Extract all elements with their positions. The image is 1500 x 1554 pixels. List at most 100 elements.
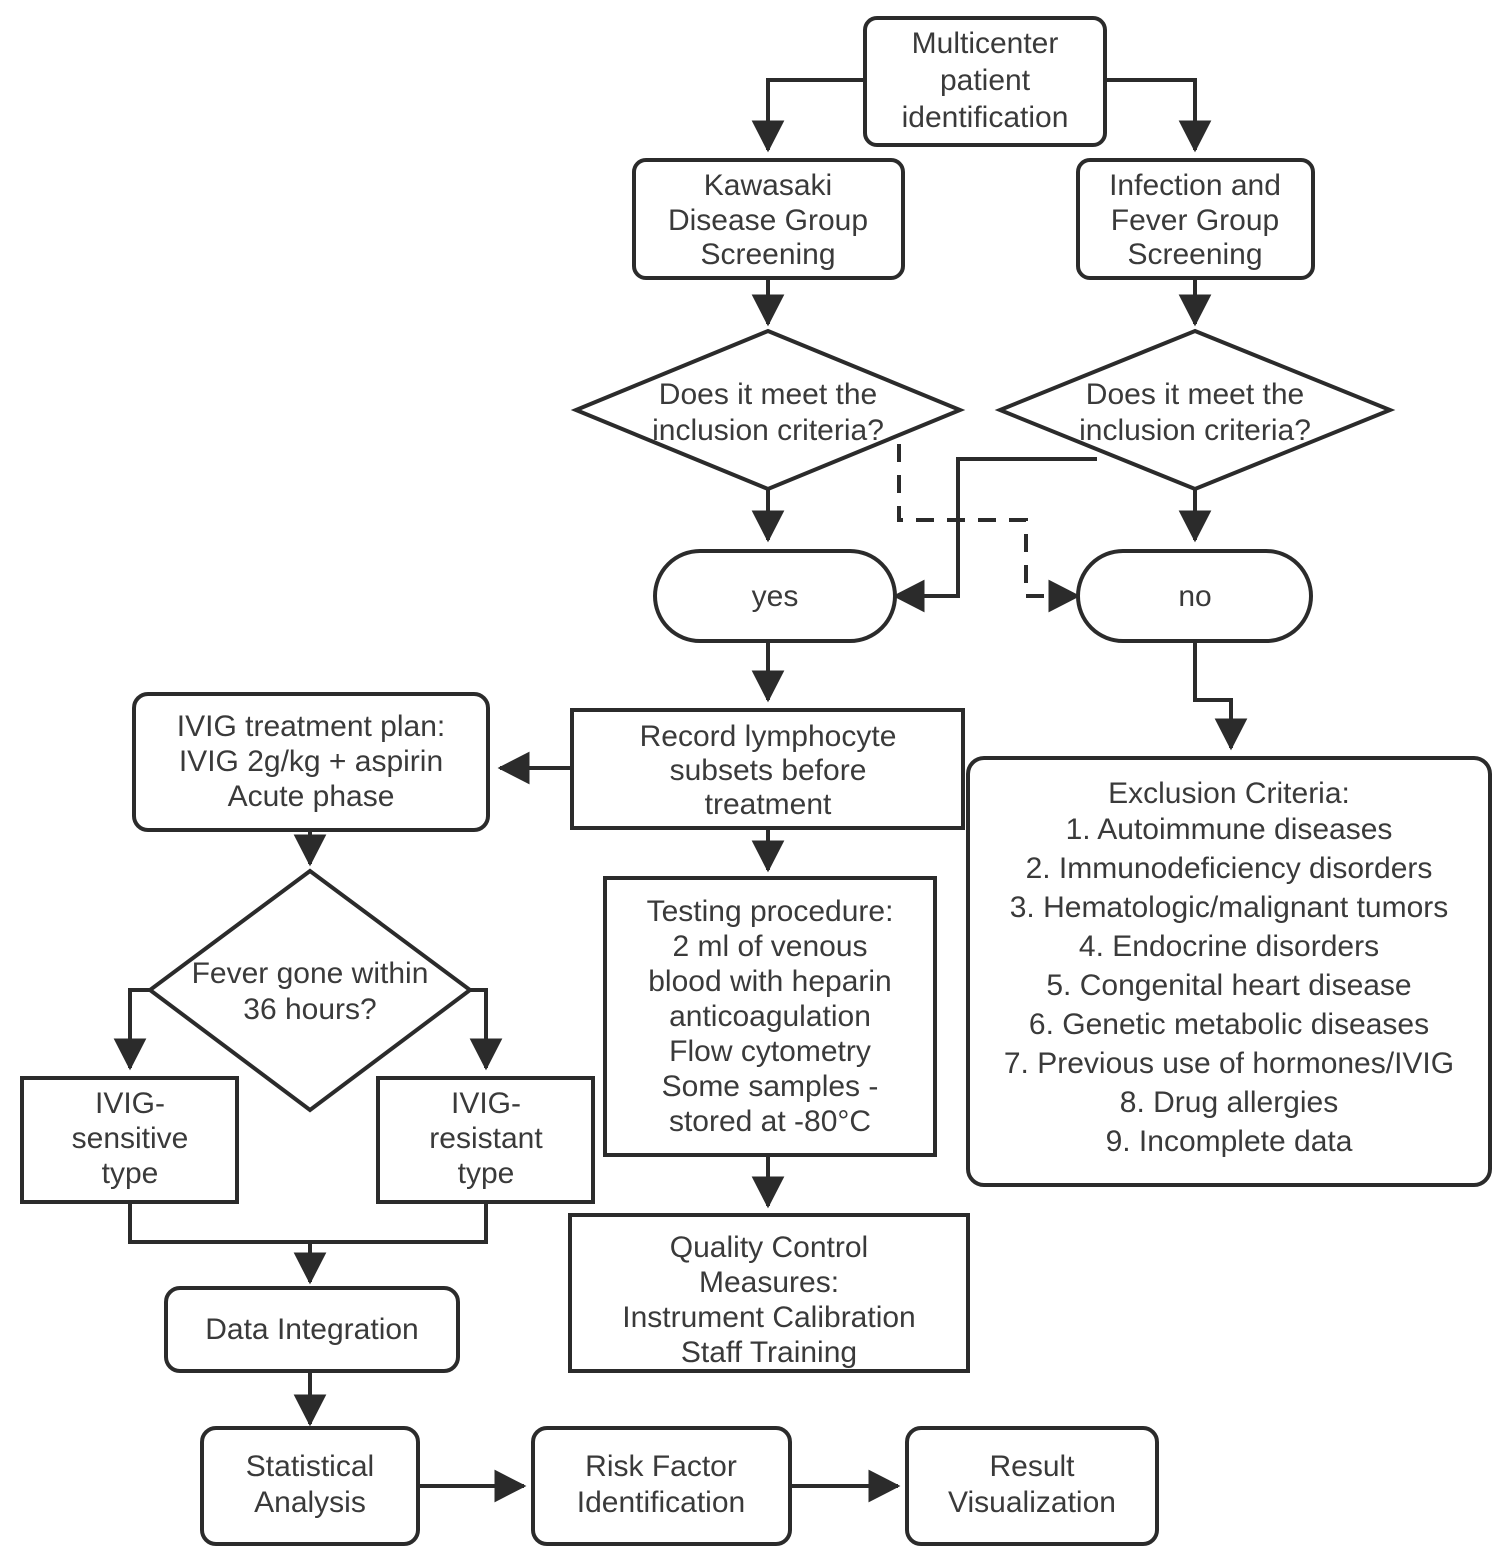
exclusion-item-4: 4. Endocrine disorders	[1079, 930, 1379, 963]
risk-factor-line-2: Identification	[577, 1486, 745, 1519]
exclusion-item-9: 9. Incomplete data	[1106, 1125, 1353, 1158]
inclusion-left-line-2: inclusion criteria?	[652, 414, 884, 447]
exclusion-criteria-box[interactable]	[966, 756, 1492, 1187]
multicenter-line-1: Multicenter	[912, 27, 1059, 60]
record-line-1: Record lymphocyte	[640, 720, 897, 753]
node-yes[interactable]: yes	[653, 549, 897, 643]
node-multicenter-patient-identification[interactable]: Multicenter patient identification	[863, 16, 1107, 147]
exclusion-heading: Exclusion Criteria:	[1108, 777, 1350, 810]
node-quality-control-measures[interactable]: Quality Control Measures: Instrument Cal…	[568, 1213, 970, 1373]
node-result-visualization[interactable]: Result Visualization	[905, 1426, 1159, 1546]
kawasaki-line-1: Kawasaki	[704, 169, 832, 202]
exclusion-item-2: 2. Immunodeficiency disorders	[1026, 852, 1433, 885]
fever-diamond[interactable]	[146, 868, 474, 1113]
exclusion-item-8: 8. Drug allergies	[1120, 1086, 1338, 1119]
node-infection-fever-group-screening[interactable]: Infection and Fever Group Screening	[1076, 158, 1315, 280]
edge-sensitive-to-integration	[128, 1202, 327, 1285]
inclusion-right-diamond[interactable]	[994, 328, 1396, 492]
infection-line-2: Fever Group	[1111, 204, 1279, 237]
edge-inclusion-left-to-no	[897, 444, 1081, 613]
result-visualization-box[interactable]	[905, 1426, 1159, 1546]
node-data-integration[interactable]: Data Integration	[164, 1286, 460, 1373]
testing-line-4: anticoagulation	[669, 1000, 871, 1033]
multicenter-line-3: identification	[902, 101, 1069, 134]
ivig-resistant-line-3: type	[458, 1157, 515, 1190]
quality-line-3: Instrument Calibration	[622, 1301, 915, 1334]
ivig-plan-line-2: IVIG 2g/kg + aspirin	[179, 745, 443, 778]
result-line-1: Result	[989, 1450, 1075, 1483]
record-lymphocyte-box[interactable]	[570, 708, 965, 830]
testing-line-7: stored at -80°C	[669, 1105, 871, 1138]
node-exclusion-criteria[interactable]: Exclusion Criteria: 1. Autoimmune diseas…	[966, 756, 1492, 1187]
result-line-2: Visualization	[948, 1486, 1116, 1519]
quality-control-box[interactable]	[568, 1213, 970, 1373]
record-line-3: treatment	[705, 788, 832, 821]
node-ivig-sensitive-type[interactable]: IVIG- sensitive type	[20, 1076, 239, 1204]
data-integration-label: Data Integration	[205, 1313, 418, 1346]
edge-multicenter-to-infection	[1105, 78, 1212, 153]
ivig-sensitive-box[interactable]	[20, 1076, 239, 1204]
node-inclusion-criteria-left[interactable]: Does it meet the inclusion criteria?	[570, 328, 966, 492]
node-statistical-analysis[interactable]: Statistical Analysis	[200, 1426, 420, 1546]
fever-line-2: 36 hours?	[243, 993, 376, 1026]
edge-resistant-to-integration	[310, 1202, 488, 1244]
statistical-analysis-box[interactable]	[200, 1426, 420, 1546]
node-risk-factor-identification[interactable]: Risk Factor Identification	[531, 1426, 792, 1546]
edge-multicenter-to-kawasaki	[751, 78, 865, 153]
testing-line-3: blood with heparin	[648, 965, 892, 998]
testing-procedure-box[interactable]	[603, 876, 937, 1157]
ivig-sensitive-line-1: IVIG-	[95, 1087, 165, 1120]
infection-box[interactable]	[1076, 158, 1315, 280]
yes-label: yes	[752, 580, 799, 613]
node-ivig-treatment-plan[interactable]: IVIG treatment plan: IVIG 2g/kg + aspiri…	[132, 692, 490, 832]
edge-fever-to-sensitive	[113, 988, 150, 1071]
node-no[interactable]: no	[1076, 549, 1313, 643]
node-kawasaki-disease-group-screening[interactable]: Kawasaki Disease Group Screening	[632, 158, 905, 280]
statistical-line-2: Analysis	[254, 1486, 366, 1519]
fever-line-1: Fever gone within	[192, 957, 429, 990]
node-testing-procedure[interactable]: Testing procedure: 2 ml of venous blood …	[603, 876, 937, 1157]
edge-inclusion-right-to-yes	[892, 457, 1097, 613]
multicenter-box[interactable]	[863, 16, 1107, 147]
testing-line-6: Some samples -	[662, 1070, 879, 1103]
ivig-resistant-line-2: resistant	[429, 1122, 543, 1155]
edge-layer	[113, 78, 1248, 1503]
testing-line-1: Testing procedure:	[647, 895, 894, 928]
data-integration-box[interactable]	[164, 1286, 460, 1373]
risk-factor-line-1: Risk Factor	[585, 1450, 737, 1483]
no-box[interactable]	[1076, 549, 1313, 643]
kawasaki-box[interactable]	[632, 158, 905, 280]
ivig-sensitive-line-3: type	[102, 1157, 159, 1190]
ivig-plan-box[interactable]	[132, 692, 490, 832]
exclusion-item-6: 6. Genetic metabolic diseases	[1029, 1008, 1429, 1041]
no-label: no	[1178, 580, 1211, 613]
ivig-resistant-box[interactable]	[376, 1076, 595, 1204]
exclusion-item-1: 1. Autoimmune diseases	[1066, 813, 1393, 846]
node-record-lymphocyte-subsets[interactable]: Record lymphocyte subsets before treatme…	[570, 708, 965, 830]
ivig-plan-line-1: IVIG treatment plan:	[177, 710, 445, 743]
infection-line-3: Screening	[1127, 238, 1262, 271]
risk-factor-box[interactable]	[531, 1426, 792, 1546]
quality-line-2: Measures:	[699, 1266, 839, 1299]
exclusion-item-3: 3. Hematologic/malignant tumors	[1010, 891, 1449, 924]
yes-box[interactable]	[653, 549, 897, 643]
inclusion-left-line-1: Does it meet the	[659, 378, 877, 411]
inclusion-right-line-2: inclusion criteria?	[1079, 414, 1311, 447]
testing-line-5: Flow cytometry	[669, 1035, 871, 1068]
node-inclusion-criteria-right[interactable]: Does it meet the inclusion criteria?	[994, 328, 1396, 492]
kawasaki-line-3: Screening	[700, 238, 835, 271]
edge-fever-to-resistant	[469, 988, 503, 1071]
multicenter-line-2: patient	[940, 64, 1031, 97]
exclusion-item-5: 5. Congenital heart disease	[1046, 969, 1411, 1002]
node-ivig-resistant-type[interactable]: IVIG- resistant type	[376, 1076, 595, 1204]
ivig-resistant-line-1: IVIG-	[451, 1087, 521, 1120]
edge-no-to-exclusion	[1193, 641, 1248, 751]
quality-line-4: Staff Training	[681, 1336, 857, 1369]
node-fever-gone-decision[interactable]: Fever gone within 36 hours?	[146, 868, 474, 1113]
inclusion-left-diamond[interactable]	[570, 328, 966, 492]
ivig-sensitive-line-2: sensitive	[72, 1122, 189, 1155]
record-line-2: subsets before	[670, 754, 867, 787]
inclusion-right-line-1: Does it meet the	[1086, 378, 1304, 411]
